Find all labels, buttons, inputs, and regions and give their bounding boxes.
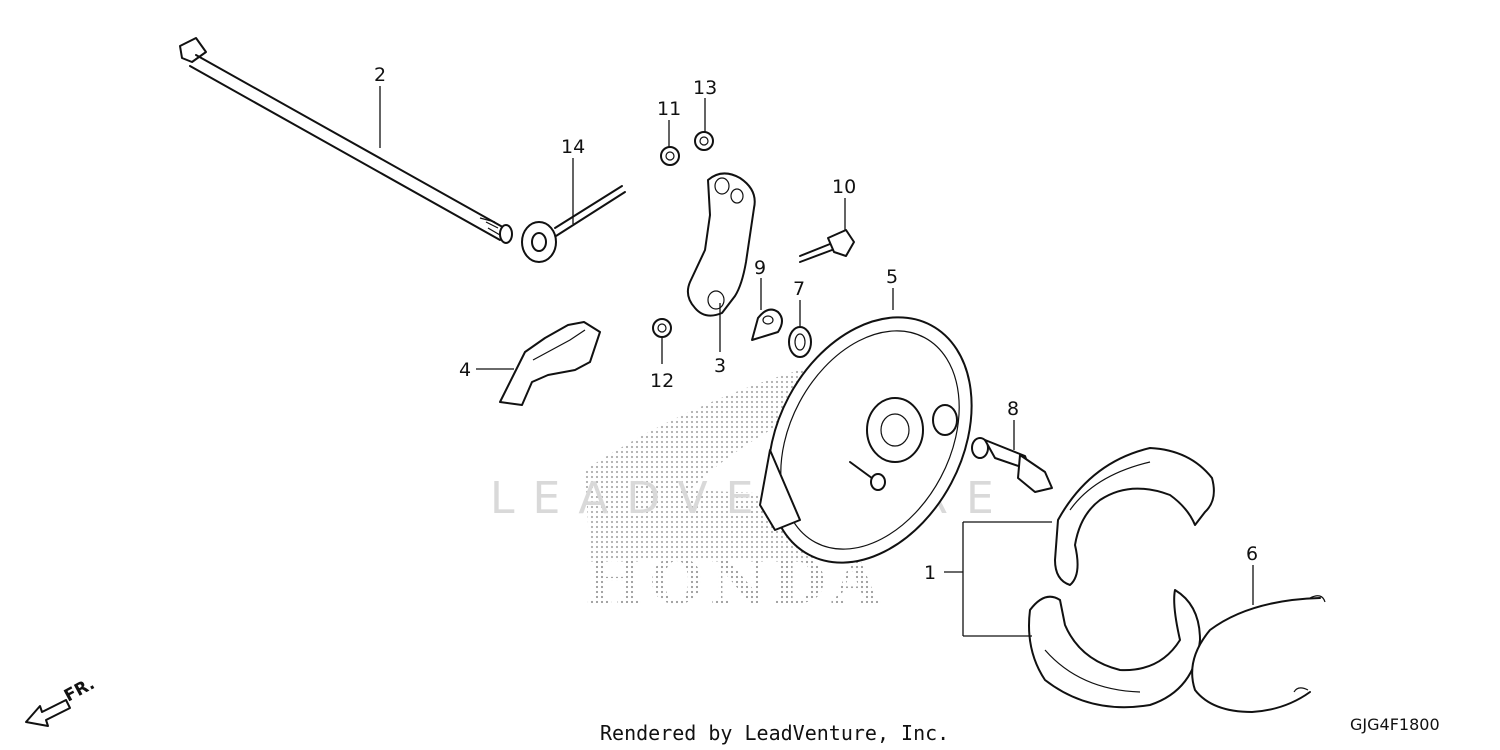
brake-shoe-lower-part [1028, 589, 1201, 709]
front-arrow-icon [25, 699, 71, 727]
callout-12: 12 [650, 370, 674, 392]
stopper-arm-part [686, 172, 756, 317]
callout-10: 10 [832, 176, 856, 198]
callout-3: 3 [714, 355, 726, 377]
callout-14: 14 [561, 136, 585, 158]
callout-7: 7 [793, 278, 805, 300]
adjuster-part [521, 185, 626, 263]
credit-text: Rendered by LeadVenture, Inc. [600, 721, 949, 745]
spring-clip-part [1191, 595, 1326, 713]
callout-8: 8 [1007, 398, 1019, 420]
callout-1: 1 [924, 562, 936, 584]
callout-4: 4 [459, 359, 471, 381]
indicator-part [751, 308, 783, 341]
cam-part [971, 437, 1053, 493]
callout-5: 5 [886, 266, 898, 288]
callout-6: 6 [1246, 543, 1258, 565]
axle-part [179, 37, 513, 244]
bolt-part [799, 229, 855, 263]
callout-11: 11 [657, 98, 681, 120]
seal-part [788, 326, 812, 358]
brake-shoe-upper-part [1054, 447, 1215, 586]
guide-part [499, 321, 601, 406]
callout-9: 9 [754, 257, 766, 279]
brake-panel-part [759, 316, 973, 564]
nut-11-part [660, 146, 680, 166]
leader-lines [379, 86, 1254, 637]
nut-12-part [652, 318, 672, 338]
callout-13: 13 [693, 77, 717, 99]
front-direction-indicator: FR. [25, 674, 98, 727]
callout-2: 2 [374, 64, 386, 86]
diagram-code: GJG4F1800 [1350, 715, 1440, 734]
nut-13-part [694, 131, 714, 151]
callout-labels: 1 2 3 4 5 6 7 8 9 10 11 12 13 14 [374, 64, 1258, 584]
